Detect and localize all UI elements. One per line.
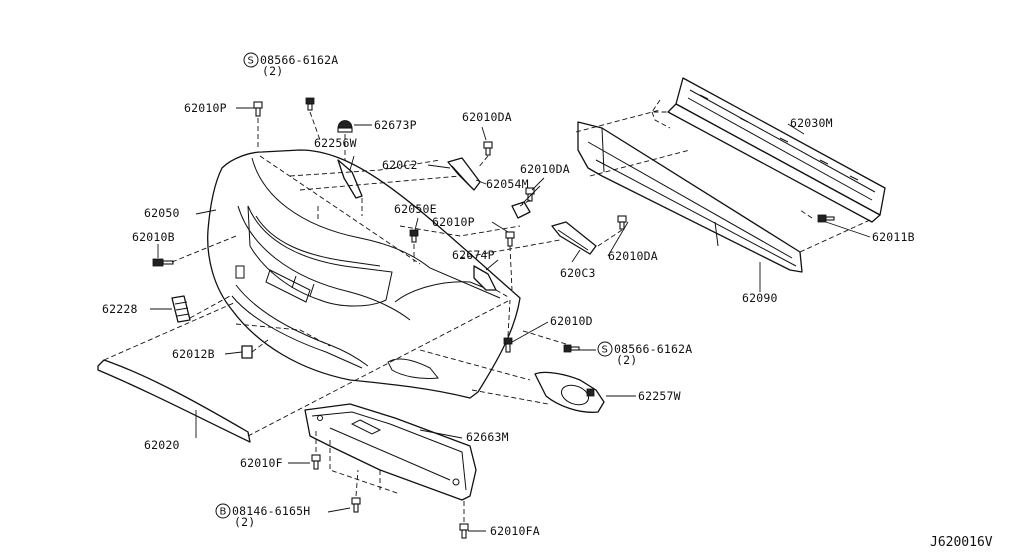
- s-symbol-right: S: [597, 341, 613, 357]
- callout-62010p-top: 62010P: [184, 101, 227, 115]
- callout-62010da-mid: 62010DA: [520, 162, 570, 176]
- s-symbol-top: S: [243, 52, 259, 68]
- callout-qty-bottom: (2): [234, 515, 255, 529]
- callout-62010p-mid: 62010P: [432, 215, 475, 229]
- callout-62054m: 62054M: [486, 177, 529, 191]
- callout-62012b: 62012B: [172, 347, 215, 361]
- under-cover: [304, 403, 477, 501]
- assembly-lines: [103, 109, 871, 522]
- bracket-62674p: [473, 265, 497, 291]
- callout-62674p: 62674P: [452, 248, 495, 262]
- callout-62050: 62050: [144, 206, 180, 220]
- callout-62010d: 62010D: [550, 314, 593, 328]
- callout-62090: 62090: [742, 291, 778, 305]
- callout-62010b: 62010B: [132, 230, 175, 244]
- retainer-62054m: [511, 201, 531, 219]
- callout-62673p: 62673P: [374, 118, 417, 132]
- svg-text:S: S: [602, 345, 608, 356]
- bracket-62256w: [337, 159, 363, 199]
- fasteners: [152, 97, 835, 539]
- leader-lines: [150, 107, 871, 532]
- callout-62011b: 62011B: [872, 230, 915, 244]
- callout-62030m: 62030M: [790, 116, 833, 130]
- callout-08146-6165h: 08146-6165H: [232, 504, 310, 518]
- callout-62010f: 62010F: [240, 456, 283, 470]
- callout-62010fa: 62010FA: [490, 524, 540, 538]
- svg-text:B: B: [220, 507, 227, 518]
- bumper-fascia: [207, 149, 521, 399]
- diagram-id: J620016V: [930, 535, 993, 550]
- callout-labels: 08566-6162A (2) 62010P 62673P 62256W 620…: [102, 53, 915, 538]
- bracket-620c2: [447, 157, 481, 191]
- callout-qty-top: (2): [262, 64, 283, 78]
- fog-lamp-bezel: [534, 371, 605, 413]
- b-symbol-bottom: B: [215, 503, 231, 519]
- callout-620c3: 620C3: [560, 266, 596, 280]
- callout-62020: 62020: [144, 438, 180, 452]
- bumper-reinforcement: [651, 77, 886, 223]
- callout-62010da-top: 62010DA: [462, 110, 512, 124]
- callout-620c2: 620C2: [382, 158, 418, 172]
- callout-62256w: 62256W: [314, 136, 357, 150]
- clip-62673p: [337, 120, 353, 133]
- energy-absorber: [577, 121, 803, 273]
- callout-08566-6162a-right: 08566-6162A: [614, 342, 692, 356]
- callout-qty-right: (2): [616, 353, 637, 367]
- callout-08566-6162a-top: 08566-6162A: [260, 53, 338, 67]
- callout-62050e: 62050E: [394, 202, 437, 216]
- clip-62012b: [241, 345, 253, 359]
- lower-grille-strip: [97, 359, 251, 443]
- callout-62663m: 62663M: [466, 430, 509, 444]
- svg-text:S: S: [248, 56, 254, 67]
- callout-62228: 62228: [102, 302, 138, 316]
- callout-62010da-right: 62010DA: [608, 249, 658, 263]
- callout-62257w: 62257W: [638, 389, 681, 403]
- grille-62228: [171, 295, 191, 323]
- bracket-620c3: [551, 221, 597, 255]
